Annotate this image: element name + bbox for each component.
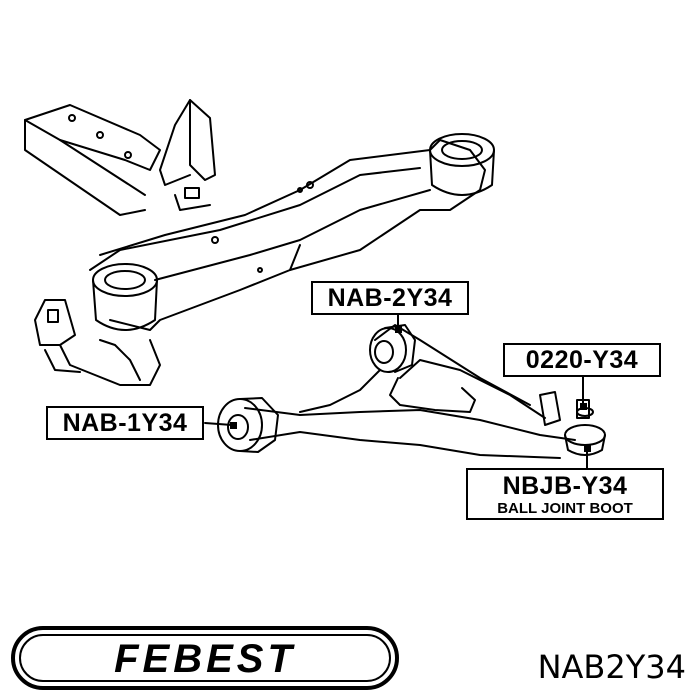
bushing-rear-right [429,133,495,196]
subframe-bracket [159,99,216,211]
label-nbjb-y34: NBJB-Y34 BALL JOINT BOOT [466,468,664,520]
label-nbjb-code: NBJB-Y34 [502,472,628,500]
part-number: NAB2Y34 [537,648,686,686]
svg-text:FEBEST: FEBEST [114,637,296,681]
crossmember [89,139,486,331]
label-0220-y34: 0220-Y34 [503,343,661,377]
label-nab-1y34: NAB-1Y34 [46,406,204,440]
subframe-upper-beam [24,104,161,216]
bushing-front-left [92,263,158,331]
leader-lines [204,312,588,471]
label-nab-2y34: NAB-2Y34 [311,281,469,315]
lower-control-arm [244,324,576,459]
label-nbjb-description: BALL JOINT BOOT [497,500,633,517]
subframe-left-bracket [34,299,161,386]
bushing-arm-front [217,397,279,453]
febest-logo: FEBEST [11,626,399,690]
